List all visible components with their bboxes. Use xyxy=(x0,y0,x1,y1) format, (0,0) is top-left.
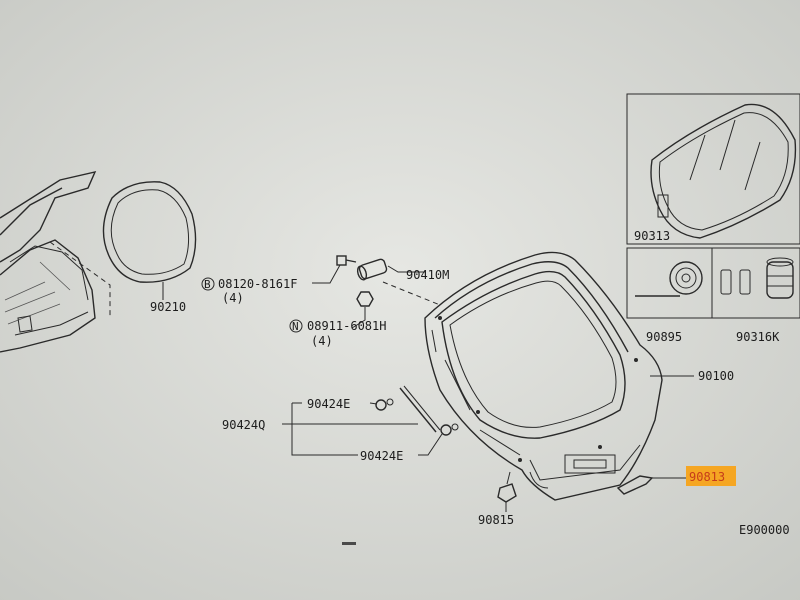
inset-panel-clips xyxy=(711,247,800,319)
label-inset-glass-seal: 90313 xyxy=(634,229,670,243)
stay-end-upper-icon xyxy=(375,398,394,411)
side-window-glass xyxy=(102,181,197,300)
stray-mark xyxy=(342,542,356,545)
label-nut-qty: (4) xyxy=(311,334,333,348)
bolt-prefix-letter: B xyxy=(204,278,211,291)
label-latch: 90815 xyxy=(478,513,514,527)
label-bolt: 08120-8161F xyxy=(218,277,297,291)
label-inset-tape: 90895 xyxy=(646,330,682,344)
hinge-icon xyxy=(356,258,441,306)
nut-icon xyxy=(351,291,374,329)
label-stay-end-upper: 90424E xyxy=(307,397,350,411)
highlight-box xyxy=(686,466,736,486)
label-back-door: 90100 xyxy=(698,369,734,383)
label-stay-end-lower: 90424E xyxy=(360,449,403,463)
label-glass-side: 90210 xyxy=(150,300,186,314)
label-handle: 90813 xyxy=(689,470,725,484)
handle-icon xyxy=(616,475,686,495)
stay-assembly xyxy=(282,385,459,456)
label-stay: 90424Q xyxy=(222,418,265,432)
bolt-callout: B xyxy=(201,264,341,291)
latch-icon xyxy=(497,471,517,512)
rear-body-section xyxy=(0,171,111,353)
nut-callout: N xyxy=(289,319,303,333)
back-door-panel xyxy=(424,251,694,501)
figure-code: E900000 xyxy=(739,523,790,537)
label-nut: 08911-6081H xyxy=(307,319,386,333)
label-hinge: 90410M xyxy=(406,268,449,282)
label-bolt-qty: (4) xyxy=(222,291,244,305)
stay-end-lower-icon xyxy=(440,423,459,436)
label-inset-clips: 90316K xyxy=(736,330,780,344)
bolt-icon xyxy=(336,255,357,266)
clip-icon xyxy=(720,257,794,299)
inset-panel-glass-seal xyxy=(626,93,800,245)
nut-prefix-letter: N xyxy=(292,320,299,333)
